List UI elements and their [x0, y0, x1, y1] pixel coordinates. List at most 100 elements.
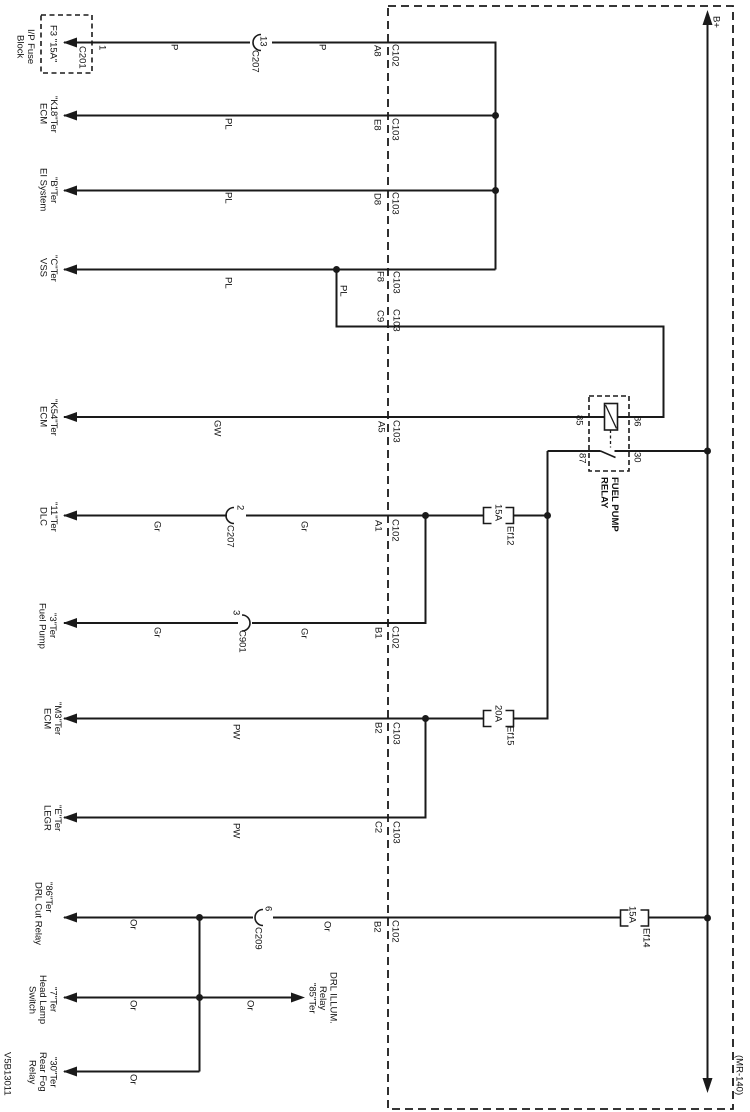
wire-color-or: Or — [127, 919, 139, 930]
wire-color-gr: Gr — [151, 521, 163, 532]
boundary-pin-a1: A1 — [372, 520, 384, 532]
wire-color-or: Or — [127, 1000, 139, 1011]
connector-c901-3-name: C901 — [236, 630, 248, 653]
wire-color-or: Or — [321, 921, 333, 932]
relay-switch-blade — [600, 450, 616, 459]
junction-dot — [492, 187, 499, 194]
fuse-ef15-symbol — [482, 709, 515, 728]
connector-c201-label: C201 — [76, 46, 88, 69]
connector-c207-2-arc — [225, 506, 235, 525]
fuse-ef14-symbol — [619, 909, 650, 927]
arrowhead-fuel-pump — [63, 618, 77, 628]
boundary-pin-e8: E8 — [371, 119, 383, 131]
junction-dots — [196, 112, 711, 1001]
wire-color-or: Or — [127, 1074, 139, 1085]
arrowhead-vss — [63, 264, 77, 275]
fuse-ef15-rating: 20A — [492, 705, 504, 722]
fuse-ef12-symbol — [482, 506, 515, 525]
drl-illum-relay-label: DRL ILLUM.Relay"85"Ter — [306, 972, 339, 1024]
arrowhead-ei — [63, 185, 77, 196]
arrowhead-bus-top — [702, 10, 713, 25]
wire-color-gr: Gr — [298, 521, 310, 532]
wire-color-pl: PL — [337, 285, 349, 297]
arrowheads — [63, 10, 713, 1093]
fuse-ef14-name: Ef14 — [640, 928, 652, 948]
wire-color-gr: Gr — [298, 628, 310, 639]
boundary-connector-c102: C102 — [389, 44, 401, 67]
connector-c207-13-name: C207 — [249, 50, 261, 73]
fuse-ef12-name: Ef12 — [504, 526, 516, 546]
diagram-code-right: (MR-140) — [733, 1055, 745, 1096]
boundary-pin-b2: B2 — [371, 921, 383, 933]
arrowhead-head-lamp — [63, 992, 77, 1003]
wire-color-or: Or — [244, 1000, 256, 1011]
connector-c901-3-arc — [241, 614, 251, 632]
boundary-pin-d8: D8 — [371, 193, 383, 206]
boundary-connector-c103: C103 — [389, 192, 401, 215]
junction-dot — [422, 715, 429, 722]
relay-coil-diagonal — [604, 404, 618, 429]
boundary-connector-c103: C103 — [390, 821, 402, 844]
fuel-pump-relay-dashed-box — [588, 395, 630, 472]
connector-c901-3-pin: 3 — [230, 610, 242, 616]
wire-color-gw: GW — [211, 420, 223, 437]
connector-c209-6-arc — [254, 908, 264, 927]
relay-pin-86: 86 — [631, 416, 643, 427]
connector-c207-2-pin: 2 — [234, 505, 246, 511]
relay-pin-85: 85 — [573, 415, 585, 426]
relay-pin-30: 30 — [631, 452, 643, 463]
connector-c201-pin: 1 — [96, 45, 108, 51]
arrowhead-m3 — [63, 713, 77, 724]
wire-relay-coil-86-branch — [335, 269, 665, 418]
arrowhead-legr — [63, 812, 77, 823]
fuse-ef14-rating: 15A — [626, 906, 638, 923]
junction-dot — [422, 512, 429, 519]
boundary-pin-a5: A5 — [375, 421, 387, 433]
boundary-connector-c103: C103 — [390, 722, 402, 745]
wire-color-gr: Gr — [151, 627, 163, 638]
arrowhead-f3 — [63, 37, 77, 48]
boundary-connector-c102: C102 — [389, 626, 401, 649]
junction-dot — [492, 112, 499, 119]
fuse-ef15-name: Ef15 — [504, 726, 516, 746]
wire-color-pw: PW — [230, 724, 242, 740]
arrowhead-k18 — [63, 110, 77, 121]
fuse-ef12-rating: 15A — [492, 504, 504, 521]
arrowhead-drl — [63, 912, 77, 923]
fuse-f3-label: F3 "15A" — [47, 25, 59, 63]
boundary-pin-b1: B1 — [372, 627, 384, 639]
boundary-connector-c103: C103 — [390, 271, 402, 294]
junction-dot — [704, 447, 711, 455]
boundary-pin-b2: B2 — [372, 722, 384, 734]
wire-color-pl: PL — [222, 118, 234, 130]
b-plus-label: B+ — [710, 16, 722, 28]
arrowhead-drl-illum — [291, 992, 305, 1003]
ip-fuse-block-dashed-box — [40, 14, 93, 74]
junction-dot — [196, 914, 203, 921]
connector-c207-2-name: C207 — [224, 525, 236, 548]
diagram-code-left: V5B13011 — [1, 1052, 13, 1096]
boundary-pin-a8: A8 — [371, 45, 383, 57]
connector-c209-6-pin: 6 — [262, 906, 274, 912]
wire-color-pl: PL — [222, 277, 234, 289]
arrowhead-k54 — [63, 412, 77, 422]
arrowhead-rear-fog — [63, 1066, 77, 1077]
wire-color-p: P — [168, 44, 180, 51]
wire-f3-fuse-feed — [64, 41, 497, 270]
boundary-connector-c102: C102 — [389, 519, 401, 542]
wire-legr — [64, 718, 427, 819]
wire-color-p: P — [316, 44, 328, 51]
junction-dot — [333, 266, 340, 273]
